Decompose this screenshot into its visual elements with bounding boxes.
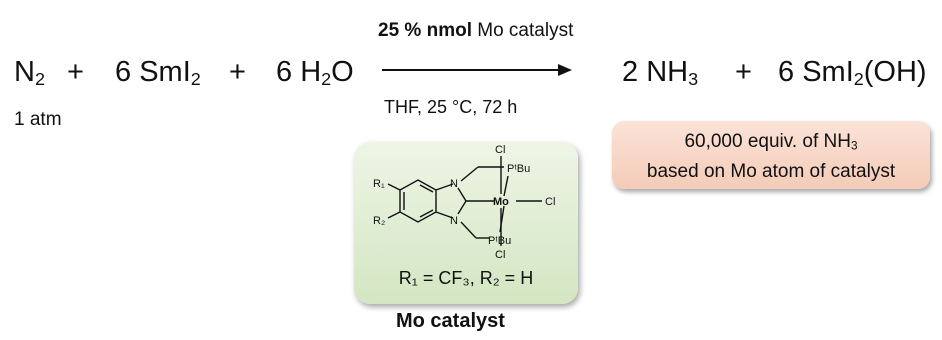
- catalyst-structure-box: R₁ R₂ N N Mo Cl Cl Cl PᵗBu PᵗBu R₁ = CF₃…: [354, 142, 578, 304]
- reactant-h2o: 6 H2O: [276, 56, 354, 89]
- label-n-bottom: N: [450, 215, 458, 227]
- label-p-bottom: PᵗBu: [488, 235, 511, 247]
- result-line-2: based on Mo atom of catalyst: [646, 160, 896, 182]
- result-callout-box: 60,000 equiv. of NH3 based on Mo atom of…: [612, 121, 930, 189]
- result-line-1: 60,000 equiv. of NH3: [684, 131, 858, 153]
- catalyst-substituent-definition: R₁ = CF₃, R₂ = H: [398, 268, 534, 288]
- n2-pressure-label: 1 atm: [14, 109, 62, 130]
- label-mo: Mo: [493, 196, 509, 208]
- label-p-top: PᵗBu: [507, 163, 530, 175]
- label-r2: R₂: [373, 215, 385, 227]
- reaction-arrow: [382, 64, 572, 76]
- product-nh3: 2 NH3: [622, 56, 699, 89]
- condition-solvent-temp-time: THF, 25 °C, 72 h: [384, 97, 518, 117]
- condition-catalyst-loading: 25 % nmol Mo catalyst: [378, 20, 574, 41]
- catalyst-caption: Mo catalyst: [396, 310, 505, 332]
- plus-sign-2: +: [229, 56, 246, 88]
- label-cl-top: Cl: [495, 144, 505, 156]
- label-n-top: N: [450, 178, 458, 190]
- label-cl-bottom: Cl: [495, 249, 505, 261]
- label-cl-right: Cl: [545, 196, 555, 208]
- product-smi2oh: 6 SmI2(OH): [778, 56, 927, 89]
- reactant-n2: N2: [14, 56, 45, 89]
- label-r1: R₁: [373, 178, 385, 190]
- plus-sign-3: +: [735, 56, 752, 88]
- plus-sign-1: +: [67, 56, 84, 88]
- reactant-smi2: 6 SmI2: [115, 56, 201, 89]
- catalyst-structure-diagram: R₁ R₂ N N Mo Cl Cl Cl PᵗBu PᵗBu: [373, 144, 555, 261]
